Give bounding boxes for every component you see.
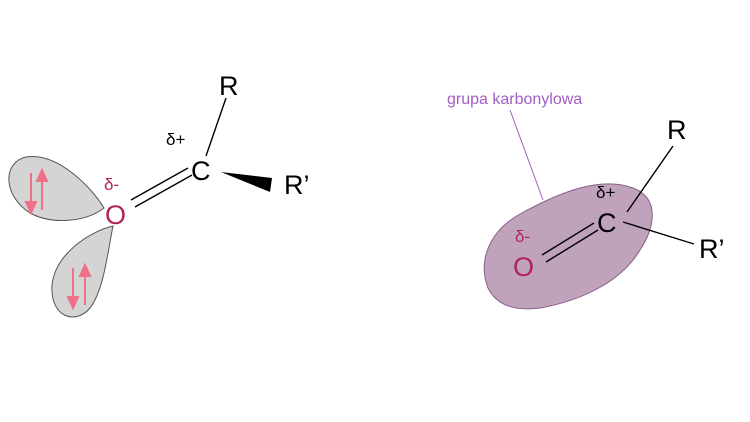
double-bond-line-1 [134, 174, 193, 208]
atom-o: O [513, 252, 534, 282]
right-structure: grupa karbonylowa R C R’ O δ+ δ- [447, 91, 725, 310]
atom-r: R [667, 115, 687, 145]
double-bond-line-2 [541, 222, 595, 256]
atom-o: O [105, 200, 126, 230]
bond-c-r [626, 145, 674, 213]
carbonyl-group-region [483, 183, 653, 310]
wedge-bond-c-r-prime [221, 172, 272, 192]
partial-charge-oxygen: δ- [104, 175, 119, 194]
electron-pair-upper [24, 167, 49, 216]
atom-r-prime: R’ [284, 170, 310, 200]
atom-r: R [219, 71, 239, 101]
callout-leader-line [509, 109, 544, 201]
partial-charge-carbon: δ+ [166, 130, 185, 149]
lone-pair-lobe-upper [8, 156, 105, 221]
bond-c-r [205, 97, 227, 157]
partial-charge-carbon: δ+ [596, 183, 615, 202]
atom-c: C [597, 208, 617, 238]
atom-c: C [191, 156, 211, 186]
partial-charge-oxygen: δ- [515, 227, 530, 246]
bond-c-r-prime [622, 221, 695, 245]
callout-label: grupa karbonylowa [447, 91, 582, 108]
double-bond-line-2 [130, 167, 189, 201]
electron-pair-lower [66, 262, 92, 311]
left-structure: R C R’ O δ+ δ- [8, 71, 310, 318]
double-bond-line-1 [545, 229, 599, 263]
atom-r-prime: R’ [699, 234, 725, 264]
